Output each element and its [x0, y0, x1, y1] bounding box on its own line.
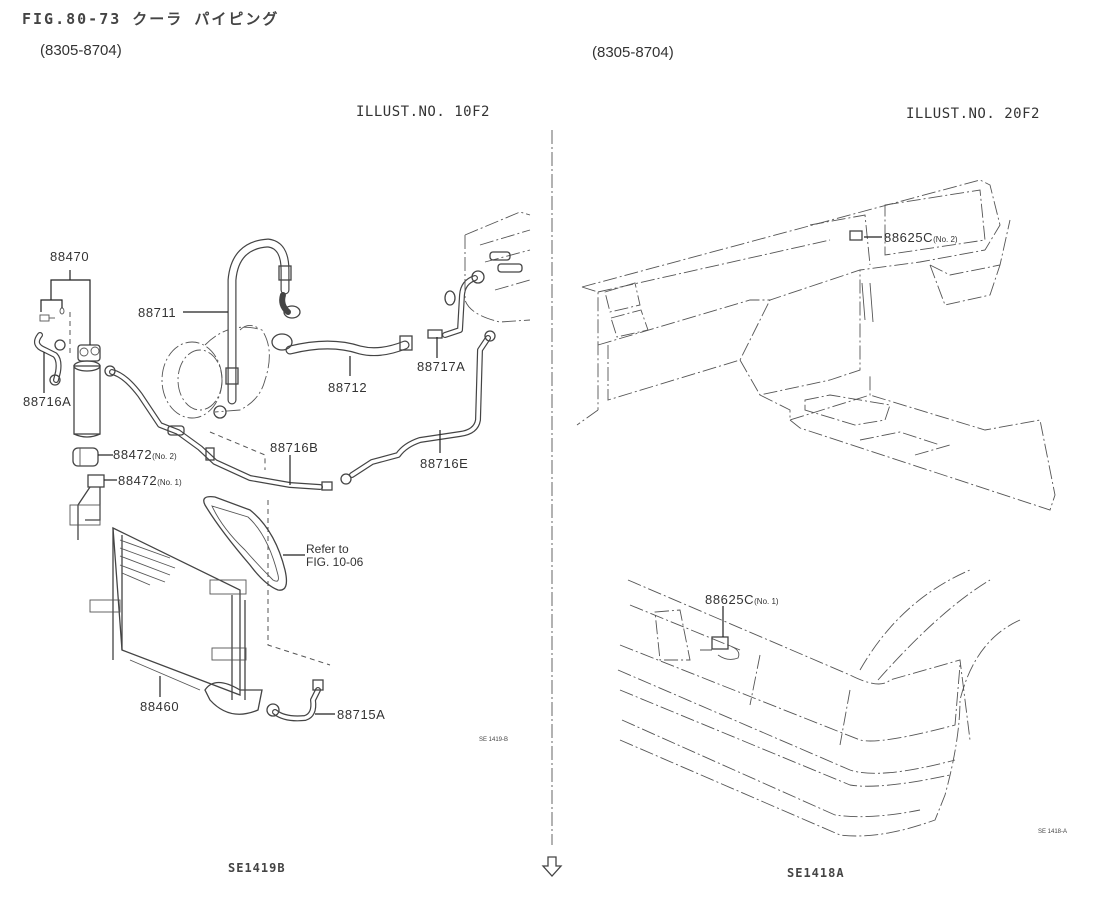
condenser-88460-illustration — [89, 526, 263, 715]
left-date-range: (8305-8704) — [40, 42, 122, 59]
part-number: 88716B — [270, 440, 319, 455]
figure-title: FIG.80-73 クーラ パイピング — [22, 10, 280, 28]
leader-88470 — [40, 270, 91, 345]
part-number: 88472 — [113, 447, 153, 462]
refer-line-2: FIG. 10-06 — [306, 555, 364, 569]
part-note: (No. 1) — [754, 597, 779, 606]
part-note: (No. 2) — [933, 235, 958, 244]
receiver-dryer-illustration — [69, 312, 101, 438]
left-illustration-code: SE1419B — [228, 861, 286, 875]
part-number: 88470 — [50, 249, 90, 264]
bracket-88472-no1-illustration — [69, 474, 105, 540]
part-number: 88716A — [23, 394, 72, 409]
left-drawing-ref: SE 1419-B — [479, 737, 509, 743]
bolt-and-oring-illustration — [39, 307, 65, 322]
part-note: (No. 1) — [157, 478, 182, 487]
callout-88625c-no2[interactable]: 88625C(No. 2) — [884, 230, 958, 245]
callout-88472-no2[interactable]: 88472(No. 2) — [113, 447, 177, 462]
right-illust-number: ILLUST.NO. 20F2 — [906, 106, 1040, 122]
part-number: 88712 — [328, 380, 368, 395]
callout-88716b[interactable]: 88716B — [270, 440, 318, 455]
callout-88470[interactable]: 88470 — [50, 249, 89, 264]
hose-88712-illustration — [271, 333, 413, 357]
callout-88472-no1[interactable]: 88472(No. 1) — [118, 473, 182, 488]
callout-88717a[interactable]: 88717A — [417, 359, 465, 374]
right-illustration-code: SE1418A — [787, 866, 845, 880]
right-date-range: (8305-8704) — [592, 44, 674, 61]
right-drawing-ref: SE 1418-A — [1038, 829, 1068, 835]
callout-88716e[interactable]: 88716E — [420, 456, 468, 471]
clamp-88472-no2-illustration — [72, 447, 99, 467]
part-number: 88717A — [417, 359, 466, 374]
callout-88625c-no1[interactable]: 88625C(No. 1) — [705, 592, 779, 607]
callout-88460[interactable]: 88460 — [140, 699, 179, 714]
callout-88716a[interactable]: 88716A — [23, 394, 71, 409]
drive-belt-illustration — [203, 496, 288, 591]
part-number: 88715A — [337, 707, 386, 722]
evaporator-unit-illustration — [464, 211, 531, 323]
part-number: 88460 — [140, 699, 180, 714]
pipe-88717a-illustration — [427, 270, 485, 339]
dashboard-console-illustration — [576, 179, 1056, 511]
callout-88712[interactable]: 88712 — [328, 380, 367, 395]
callout-88715a[interactable]: 88715A — [337, 707, 385, 722]
pipe-88716b-illustration — [104, 365, 333, 491]
part-number: 88625C — [884, 230, 934, 245]
compressor-illustration — [161, 325, 270, 419]
part-note: (No. 2) — [152, 452, 177, 461]
pipe-88716a-illustration — [33, 332, 66, 386]
pipe-88715a-illustration — [266, 679, 324, 722]
dashed-connection-lines — [209, 431, 331, 666]
down-arrow-outline-icon[interactable] — [541, 856, 563, 877]
part-number: 88716E — [420, 456, 469, 471]
refer-line-1: Refer to — [306, 542, 349, 556]
refer-to-fig-note[interactable]: Refer to FIG. 10-06 — [306, 543, 363, 569]
part-number: 88625C — [705, 592, 755, 607]
left-illust-number: ILLUST.NO. 10F2 — [356, 104, 490, 120]
part-number: 88472 — [118, 473, 158, 488]
callout-88711[interactable]: 88711 — [138, 305, 176, 320]
front-bumper-illustration — [617, 569, 1021, 837]
part-number: 88711 — [138, 305, 177, 320]
hose-88711-illustration — [225, 238, 301, 405]
